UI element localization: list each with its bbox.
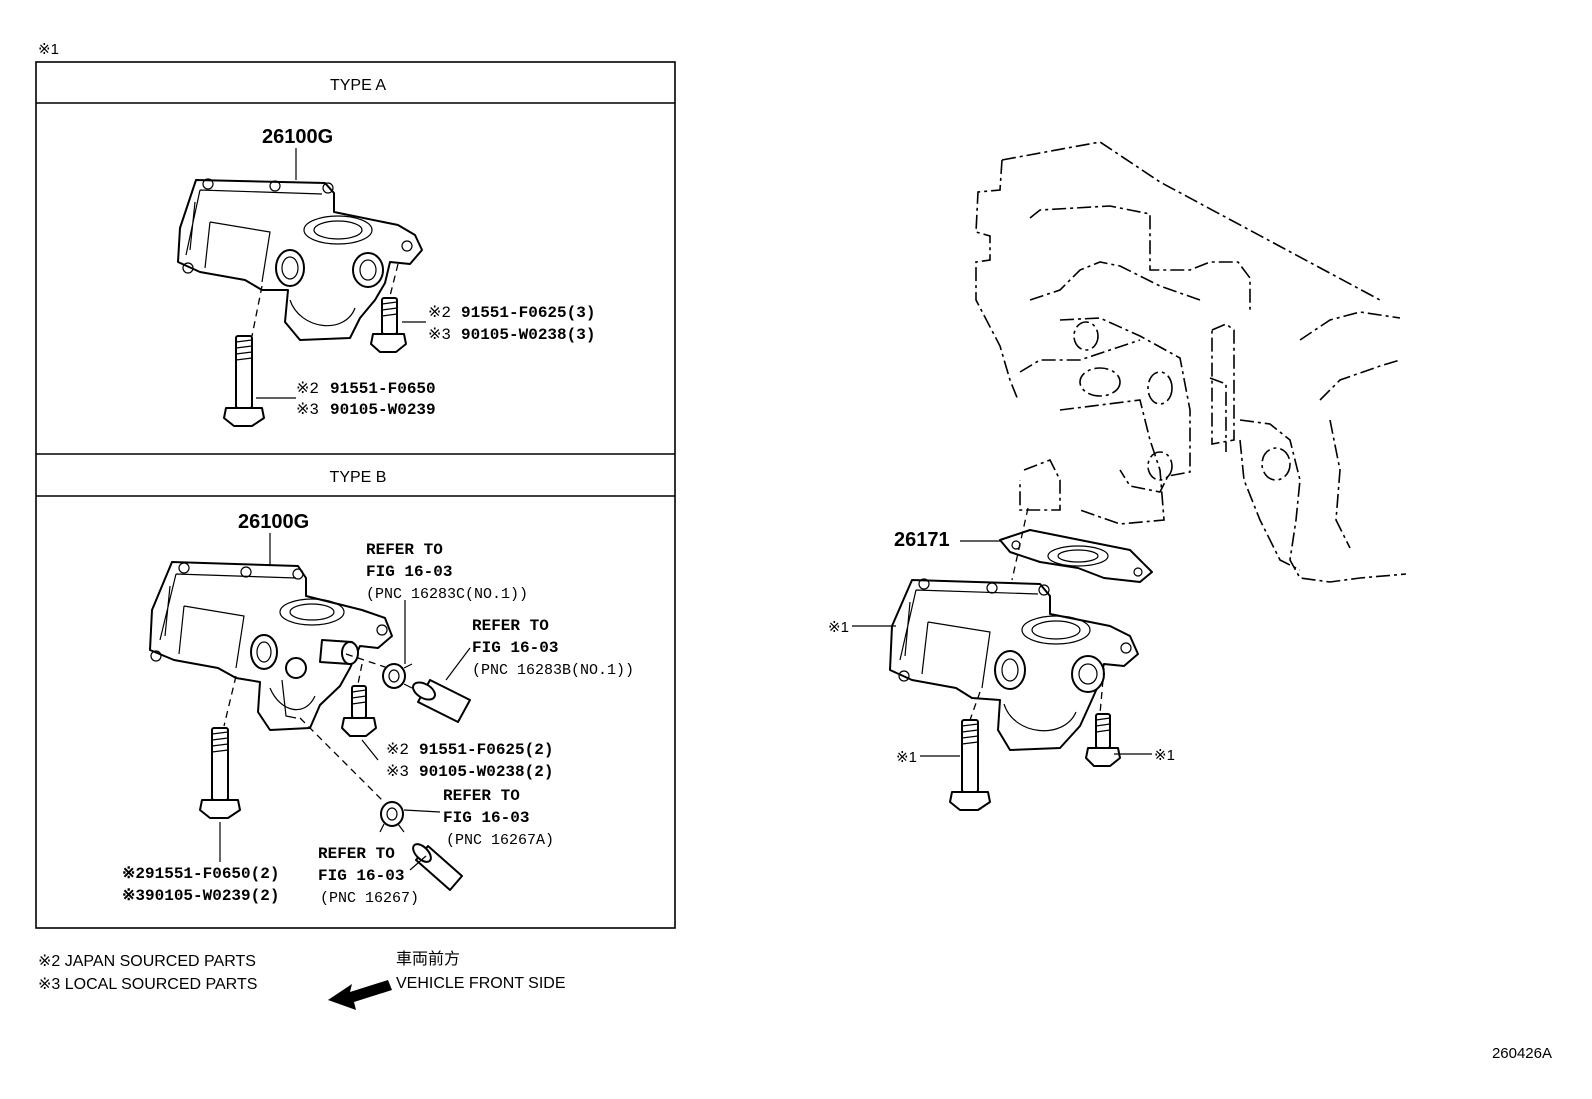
type-a-short-bolt-mark-1: ※2 — [428, 304, 451, 322]
type-b-section: 26100G — [122, 511, 634, 907]
ref1-line2: FIG 16-03 — [366, 563, 452, 581]
type-a-short-bolt-part-2: 90105-W0238(3) — [461, 326, 595, 344]
ref2-line1: REFER TO — [472, 617, 549, 635]
type-b-lower-clamp — [379, 801, 405, 833]
main-right-bolt — [1085, 713, 1121, 767]
type-a-long-bolt-part-2: 90105-W0239 — [330, 401, 436, 419]
type-a-long-bolt-mark-2: ※3 — [296, 401, 319, 419]
gasket-label: 26171 — [894, 529, 950, 551]
ref4-line1: REFER TO — [318, 845, 395, 863]
type-b-lower-hose — [412, 843, 463, 891]
type-b-long-bolt — [199, 727, 241, 819]
ref3-line2: FIG 16-03 — [443, 809, 529, 827]
legend-local: ※3 LOCAL SOURCED PARTS — [38, 976, 257, 993]
ref3-line3: (PNC 16267A) — [446, 832, 554, 849]
ref4-line2: FIG 16-03 — [318, 867, 404, 885]
ref4-line3: (PNC 16267) — [320, 890, 419, 907]
main-left-bolt — [949, 719, 991, 811]
type-a-short-bolt-mark-2: ※3 — [428, 326, 451, 344]
type-b-short-bolt-part-2: 90105-W0238(2) — [419, 763, 553, 781]
ref2-line2: FIG 16-03 — [472, 639, 558, 657]
ref3-line1: REFER TO — [443, 787, 520, 805]
housing-marker: ※1 — [828, 619, 849, 636]
type-b-short-bolt — [341, 685, 377, 737]
type-a-assembly-label: 26100G — [262, 126, 333, 148]
gasket-26171 — [999, 529, 1153, 583]
type-b-short-bolt-part-1: 91551-F0625(2) — [419, 741, 553, 759]
figure-id: 260426A — [1492, 1045, 1552, 1062]
type-a-short-bolt — [370, 297, 407, 353]
left-bolt-marker: ※1 — [896, 749, 917, 766]
type-b-short-bolt-mark-2: ※3 — [386, 763, 409, 781]
type-b-housing — [149, 561, 393, 731]
type-a-short-bolt-part-1: 91551-F0625(3) — [461, 304, 595, 322]
right-bolt-marker: ※1 — [1154, 747, 1175, 764]
legend-japan: ※2 JAPAN SOURCED PARTS — [38, 953, 256, 970]
type-b-long-bolt-line2: ※390105-W0239(2) — [122, 887, 279, 905]
ref2-line3: (PNC 16283B(NO.1)) — [472, 662, 634, 679]
type-a-long-bolt-part-1: 91551-F0650 — [330, 380, 436, 398]
ref1-line1: REFER TO — [366, 541, 443, 559]
front-label-jp: 車両前方 — [396, 950, 460, 968]
engine-block — [975, 141, 1407, 583]
ref1-line3: (PNC 16283C(NO.1)) — [366, 586, 528, 603]
front-label-en: VEHICLE FRONT SIDE — [396, 975, 566, 992]
type-a-heading: TYPE A — [330, 77, 386, 94]
type-b-assembly-label: 26100G — [238, 511, 309, 533]
type-b-heading: TYPE B — [330, 469, 387, 486]
type-a-long-bolt — [223, 335, 265, 427]
main-housing — [889, 578, 1139, 751]
type-b-upper-hose — [412, 679, 471, 723]
front-arrow-icon — [328, 980, 392, 1010]
type-b-long-bolt-line1: ※291551-F0650(2) — [122, 865, 279, 883]
type-a-housing — [177, 178, 423, 341]
type-b-upper-clamp — [382, 663, 413, 689]
frame-border — [35, 61, 676, 929]
frame-marker: ※1 — [38, 41, 59, 58]
type-a-section: 26100G — [177, 126, 595, 427]
type-b-short-bolt-mark-1: ※2 — [386, 741, 409, 759]
type-a-long-bolt-mark-1: ※2 — [296, 380, 319, 398]
